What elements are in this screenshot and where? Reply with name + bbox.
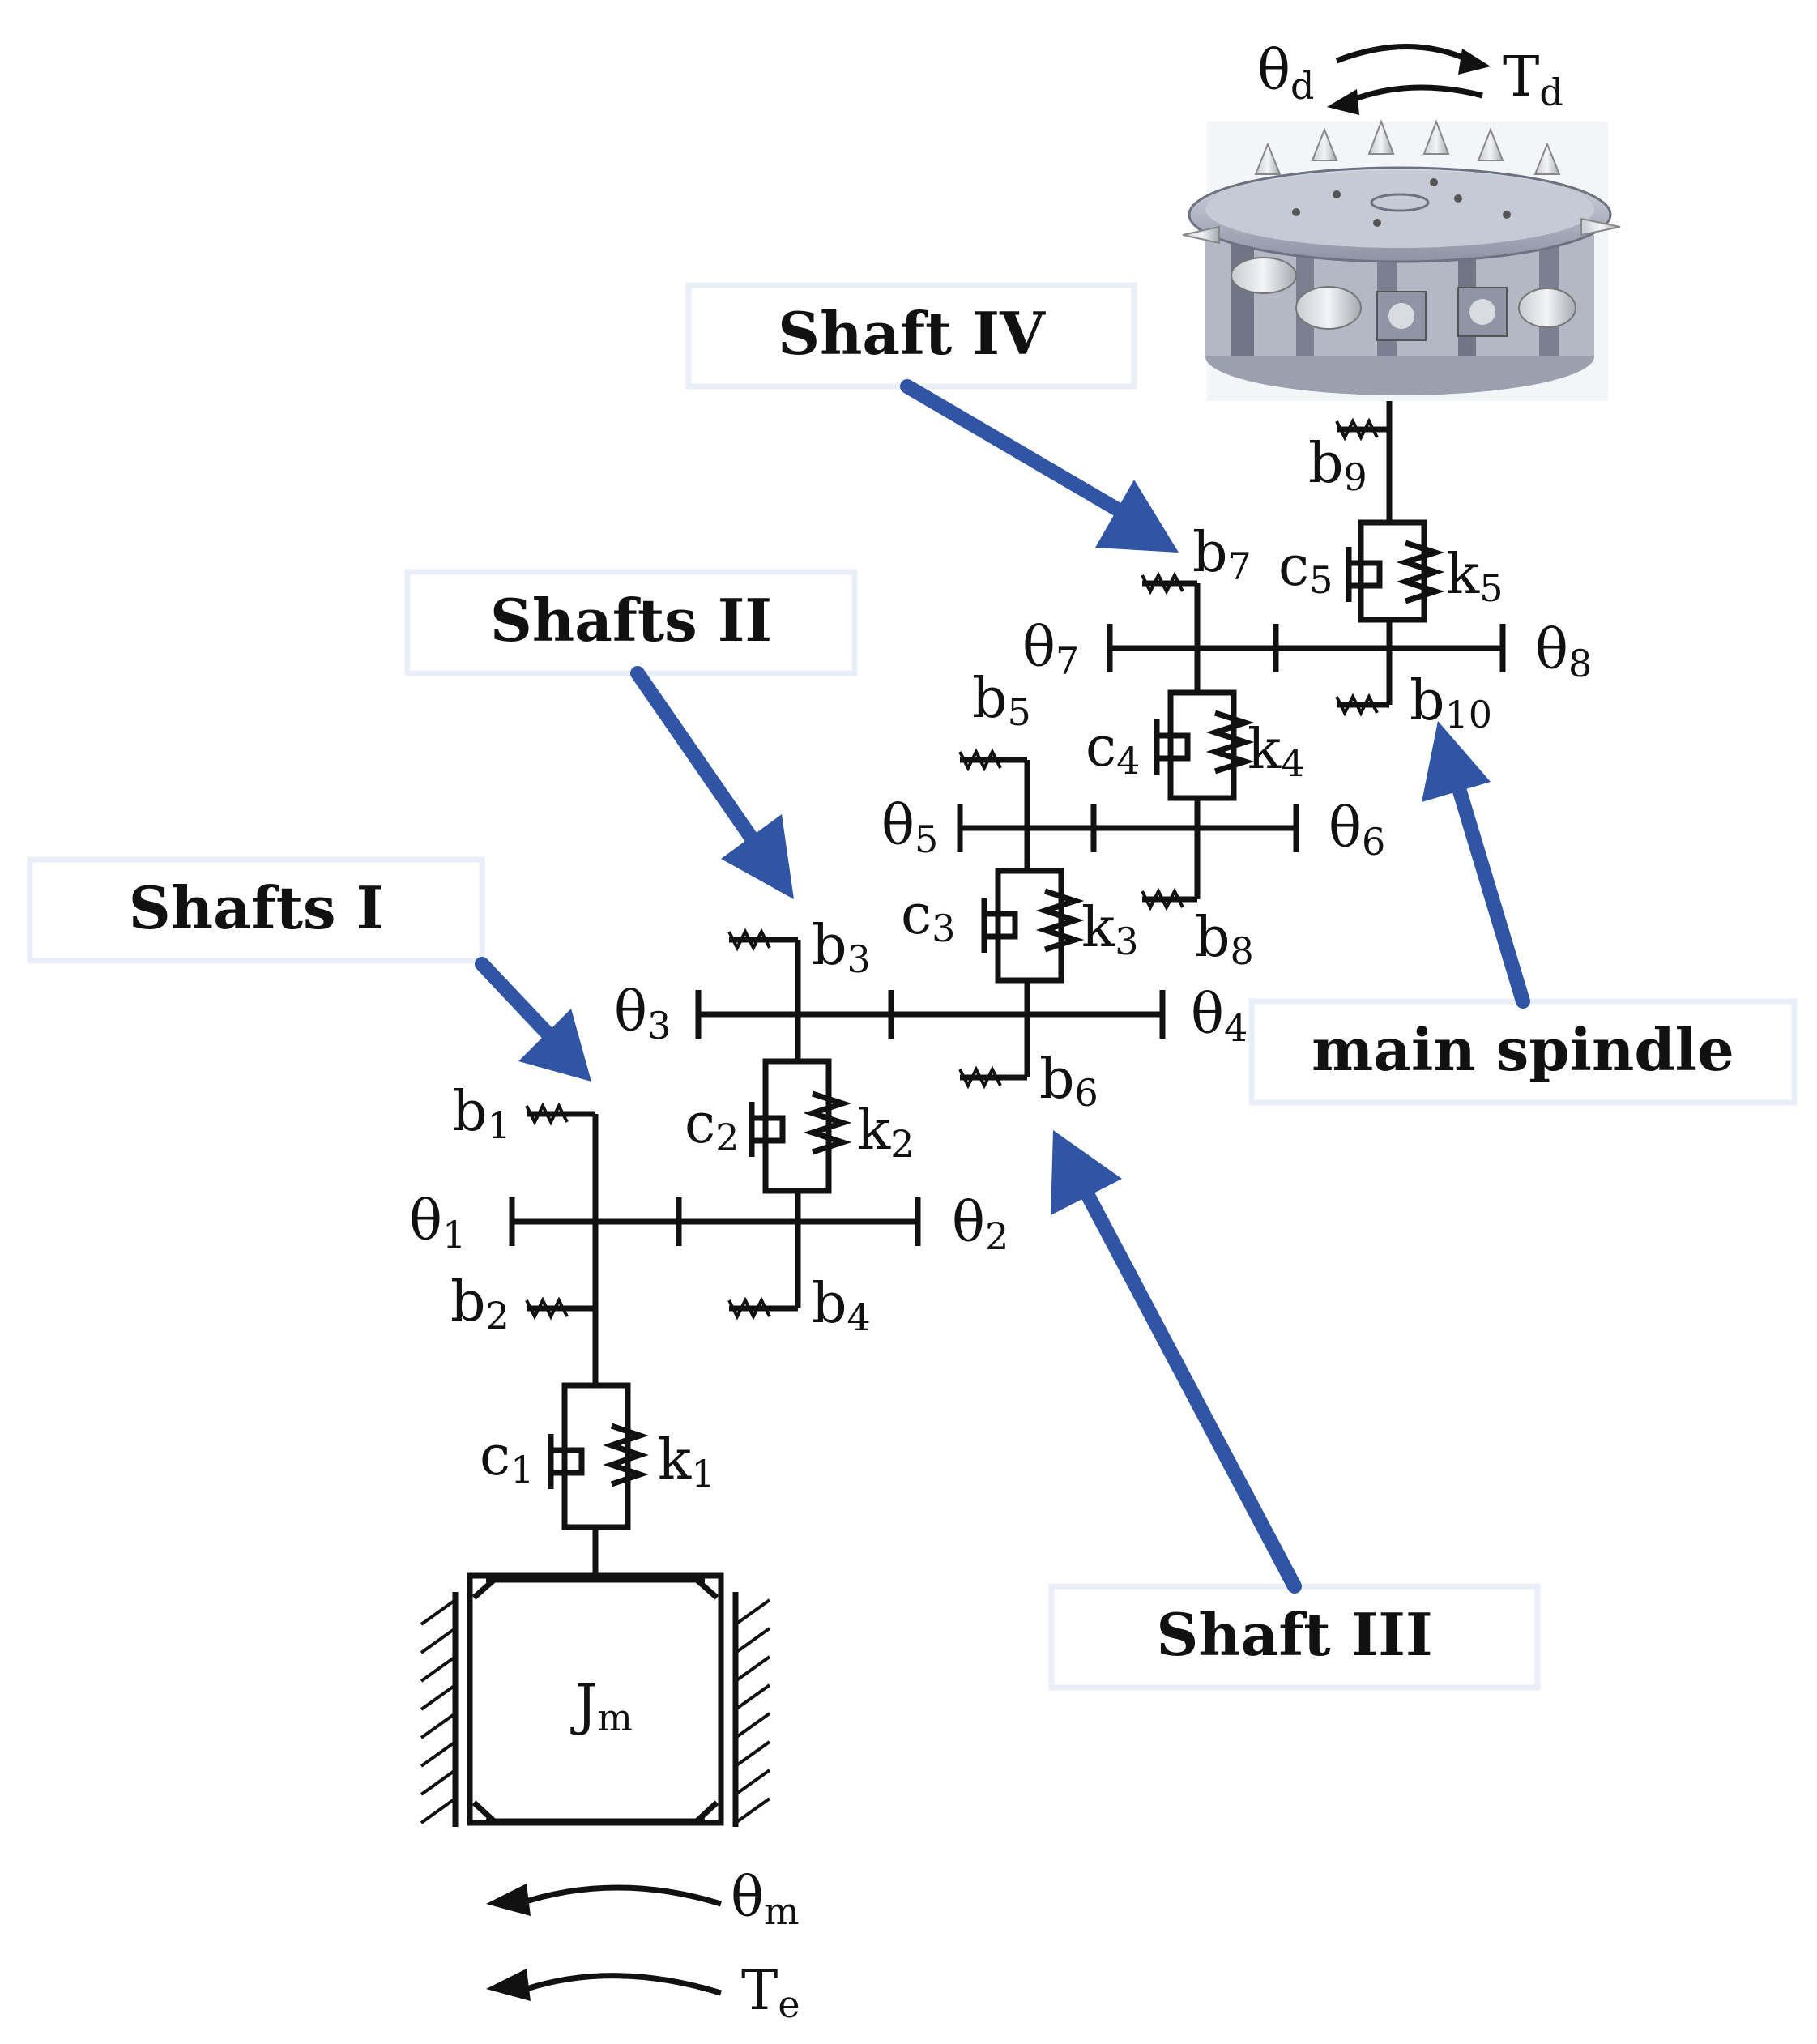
arrow-shafts-i (475, 957, 591, 1082)
schematic (420, 401, 1506, 2001)
label-theta2: θ2 (952, 1191, 1009, 1258)
label-c1: c1 (480, 1424, 534, 1491)
label-c5: c5 (1278, 535, 1333, 602)
label-k1: k1 (658, 1428, 715, 1496)
label-theta-d: θd (1257, 39, 1314, 108)
label-b9: b9 (1308, 432, 1367, 499)
svg-text:Shaft IV: Shaft IV (778, 299, 1046, 368)
label-k3: k3 (1081, 896, 1139, 963)
label-b2: b2 (450, 1270, 510, 1338)
label-theta1: θ1 (409, 1189, 466, 1257)
label-b4: b4 (812, 1272, 871, 1339)
svg-text:main spindle: main spindle (1312, 1015, 1734, 1084)
label-c2: c2 (685, 1092, 739, 1159)
cutter-head-icon (1182, 119, 1621, 401)
label-c4: c4 (1086, 715, 1140, 783)
svg-text:Shafts II: Shafts II (490, 586, 772, 655)
label-theta4: θ4 (1191, 983, 1248, 1050)
svg-text:Shafts I: Shafts I (129, 873, 384, 942)
callout-main-spindle: main spindle (1248, 998, 1798, 1106)
label-theta6: θ6 (1329, 796, 1385, 864)
label-c3: c3 (901, 883, 955, 950)
label-b6: b6 (1039, 1048, 1098, 1115)
label-b7: b7 (1192, 521, 1252, 588)
label-theta-m: θm (731, 1866, 800, 1933)
arrow-main-spindle (1422, 721, 1530, 1009)
label-b10: b10 (1410, 669, 1492, 736)
label-k2: k2 (857, 1099, 915, 1166)
arrow-shaft-iv (900, 379, 1179, 553)
label-b1: b1 (452, 1080, 511, 1147)
label-theta5: θ5 (881, 794, 938, 861)
label-b5: b5 (972, 667, 1031, 734)
label-t-e: Te (741, 1959, 800, 2026)
svg-text:Shaft III: Shaft III (1156, 1600, 1432, 1669)
label-theta8: θ8 (1535, 618, 1592, 685)
callout-shaft-iii: Shaft III (1048, 1583, 1541, 1691)
label-k4: k4 (1248, 718, 1305, 785)
label-b3: b3 (812, 914, 871, 981)
cutter-rotation-arrows (1327, 44, 1491, 115)
label-theta7: θ7 (1022, 616, 1079, 683)
callout-shafts-ii: Shafts II (404, 569, 858, 676)
label-k5: k5 (1446, 543, 1504, 610)
callout-shaft-iv: Shaft IV (685, 282, 1137, 390)
label-theta3: θ3 (614, 980, 671, 1048)
label-t-d: Td (1503, 45, 1563, 114)
arrow-shaft-iii (1051, 1130, 1302, 1594)
callout-shafts-i: Shafts I (27, 856, 485, 964)
label-b8: b8 (1195, 906, 1254, 973)
arrow-shafts-ii (630, 666, 794, 899)
symbol-labels: θd Td b9 b7 c5 k5 θ7 θ8 b10 b5 c4 k4 θ5 … (409, 39, 1592, 2026)
label-jm: Jm (570, 1674, 633, 1739)
